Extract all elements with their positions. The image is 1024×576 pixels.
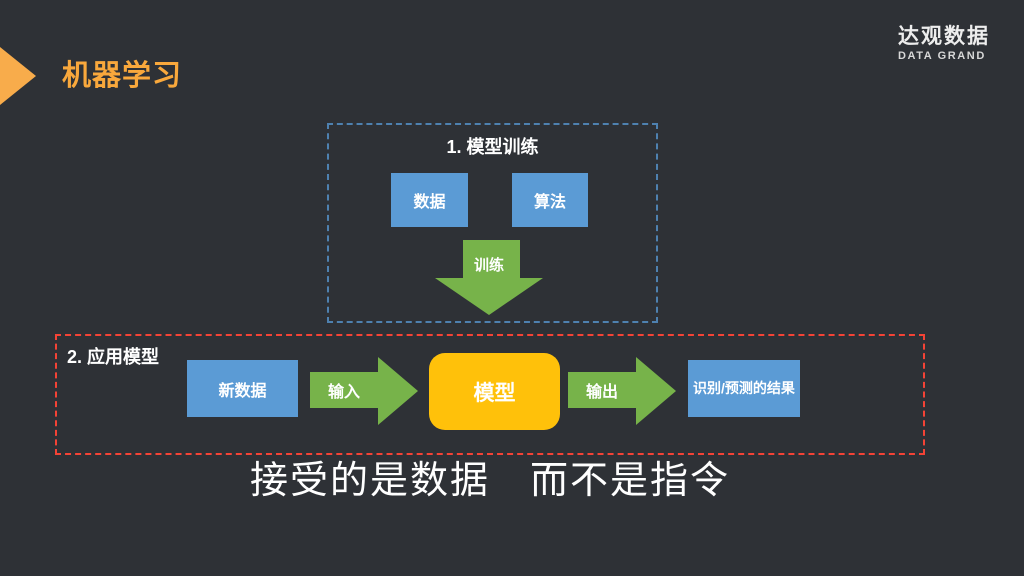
logo: 达观数据 DATA GRAND [898, 25, 990, 62]
header-chevron-icon [0, 47, 36, 105]
logo-text-cn: 达观数据 [898, 25, 990, 48]
train-arrow: 训练 [435, 240, 543, 315]
page-title: 机器学习 [62, 60, 183, 92]
input-arrow: 输入 [310, 357, 418, 425]
apply-section-heading: 2. 应用模型 [67, 347, 160, 367]
logo-text-en: DATA GRAND [898, 50, 986, 63]
data-box: 数据 [391, 173, 468, 227]
caption: 接受的是数据 而不是指令 [249, 460, 730, 502]
output-arrow: 输出 [568, 357, 676, 425]
training-section: 1. 模型训练 数据 算法 训练 [327, 123, 658, 323]
apply-section: 2. 应用模型 新数据 输入 模型 输出 识别/预测的结果 [55, 334, 925, 455]
training-section-heading: 1. 模型训练 [446, 137, 539, 157]
new-data-box: 新数据 [187, 360, 298, 417]
right-arrow-icon [568, 357, 676, 425]
right-arrow-icon [310, 357, 418, 425]
algorithm-box: 算法 [512, 173, 588, 227]
down-arrow-icon [435, 240, 543, 315]
model-box: 模型 [429, 353, 560, 430]
result-box: 识别/预测的结果 [688, 360, 800, 417]
